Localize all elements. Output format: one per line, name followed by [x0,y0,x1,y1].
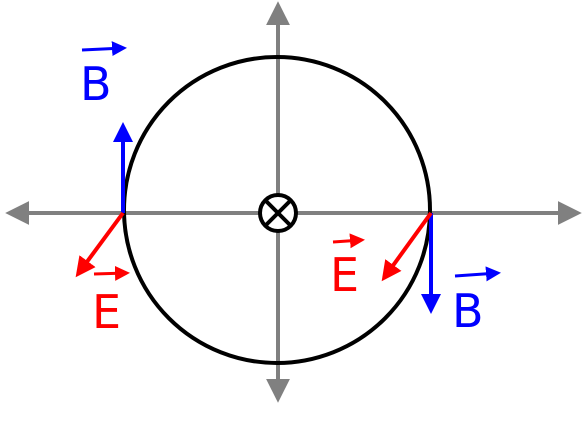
label-b-bottom-right: B [452,266,501,338]
label-e-right: E [330,233,365,302]
electric-field-arrow-right [381,211,433,282]
label-b-top-left-text: B [80,57,112,111]
electric-field-arrow-left [75,211,125,278]
label-e-bottom-left: E [92,265,130,339]
label-e-right-text: E [330,248,359,302]
label-b-top-left: B [80,41,127,111]
label-e-bottom-left-text: E [92,285,121,339]
into-page-cross-circle-icon [258,193,298,233]
label-b-bottom-right-text: B [452,284,484,338]
